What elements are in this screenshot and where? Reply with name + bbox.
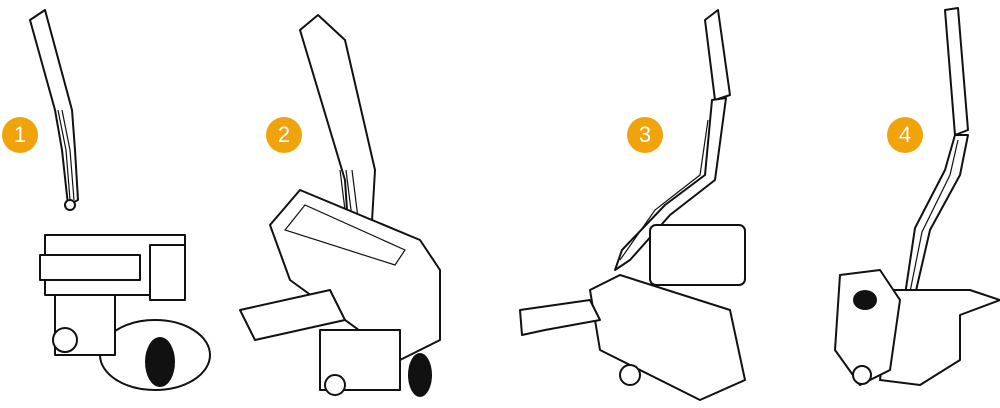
step-badge-2: 2 (266, 117, 302, 153)
lever-illustration-2 (239, 14, 441, 397)
lever-illustration-3 (519, 9, 746, 401)
lever-illustration-4 (834, 7, 1000, 386)
step-badge-3: 3 (627, 117, 663, 153)
step-badge-1: 1 (2, 117, 38, 153)
step-badge-4: 4 (887, 117, 923, 153)
lever-illustration-1 (29, 9, 211, 391)
